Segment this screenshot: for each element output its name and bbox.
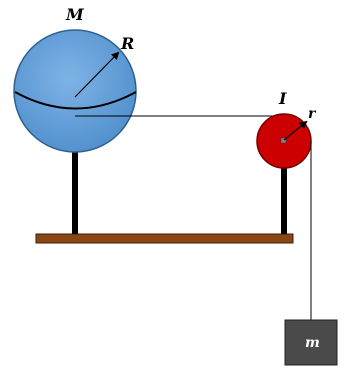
pulley-radius-arrow [283,120,308,141]
hanging-block [284,319,338,366]
pulley-radius-label: r [308,106,317,122]
pulley-axle [280,137,287,144]
hanging-mass-label: m [305,335,320,351]
sphere-radius-arrow [74,51,120,98]
sphere-equator [14,91,137,110]
pulley-inertia-label: I [278,89,287,108]
sphere-radius-label: R [120,34,134,53]
table-board [35,233,294,244]
sphere-support-post [72,148,78,234]
pulley-support-post [281,142,287,234]
sphere-mass-label: M [65,5,85,24]
sphere [13,29,137,153]
